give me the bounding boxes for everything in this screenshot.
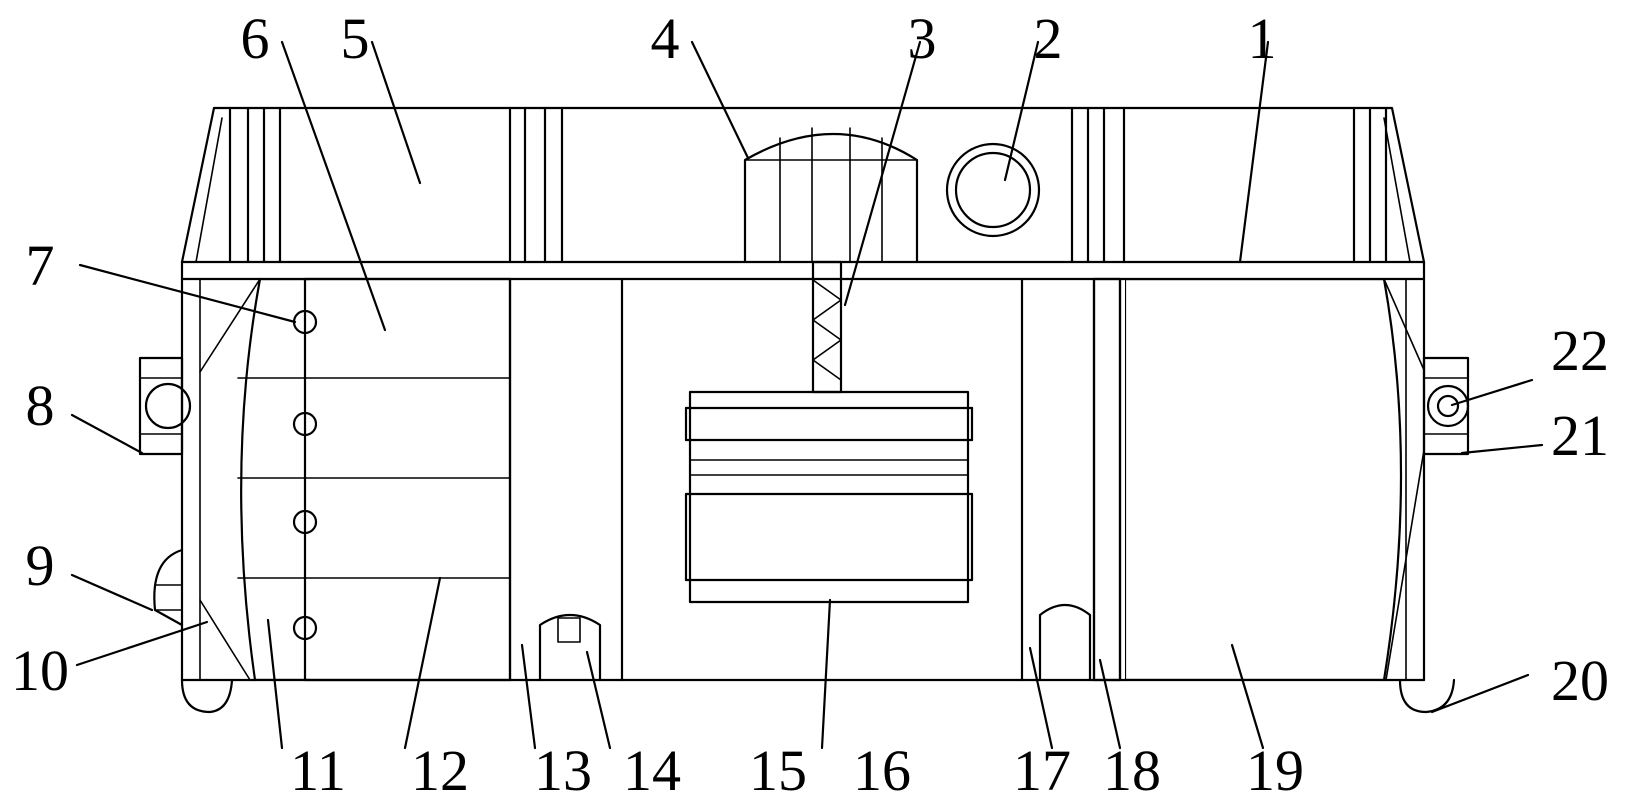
left-fitting-9 xyxy=(153,548,184,627)
label-9: 9 xyxy=(26,533,55,598)
reference-numerals: 1 2 3 4 5 6 7 8 9 10 11 12 13 14 15 16 1… xyxy=(11,6,1609,803)
label-20: 20 xyxy=(1551,648,1609,713)
label-8: 8 xyxy=(26,373,55,438)
label-5: 5 xyxy=(341,6,370,71)
right-fitting xyxy=(1422,356,1470,456)
filter-strip xyxy=(1092,277,1122,682)
label-14: 14 xyxy=(623,738,681,803)
label-21: 21 xyxy=(1551,403,1609,468)
label-4: 4 xyxy=(651,6,680,71)
label-17: 17 xyxy=(1013,738,1071,803)
port-circle xyxy=(945,142,1041,238)
label-19: 19 xyxy=(1246,738,1304,803)
sensor-17 xyxy=(1038,603,1092,682)
label-10: 10 xyxy=(11,638,69,703)
label-16: 16 xyxy=(853,738,911,803)
label-3: 3 xyxy=(908,6,937,71)
dome-cover xyxy=(743,127,919,264)
main-body xyxy=(180,260,1426,682)
leader-lines xyxy=(70,40,1544,750)
left-foot xyxy=(180,678,234,714)
sensor-14 xyxy=(538,614,602,682)
label-15: 15 xyxy=(749,738,807,803)
label-18: 18 xyxy=(1103,738,1161,803)
label-6: 6 xyxy=(241,6,270,71)
top-housing xyxy=(180,106,1426,264)
right-filter xyxy=(1125,277,1425,682)
left-filter xyxy=(199,277,512,682)
label-22: 22 xyxy=(1551,318,1609,383)
label-11: 11 xyxy=(290,738,346,803)
label-13: 13 xyxy=(534,738,592,803)
label-1: 1 xyxy=(1248,6,1277,71)
left-nozzles xyxy=(292,309,318,641)
top-housing-ribs xyxy=(228,106,1388,264)
label-12: 12 xyxy=(411,738,469,803)
label-7: 7 xyxy=(26,233,55,298)
shaft xyxy=(811,260,843,394)
label-2: 2 xyxy=(1034,6,1063,71)
center-unit xyxy=(684,390,974,604)
right-foot xyxy=(1398,678,1456,714)
left-fitting-8 xyxy=(138,356,192,456)
